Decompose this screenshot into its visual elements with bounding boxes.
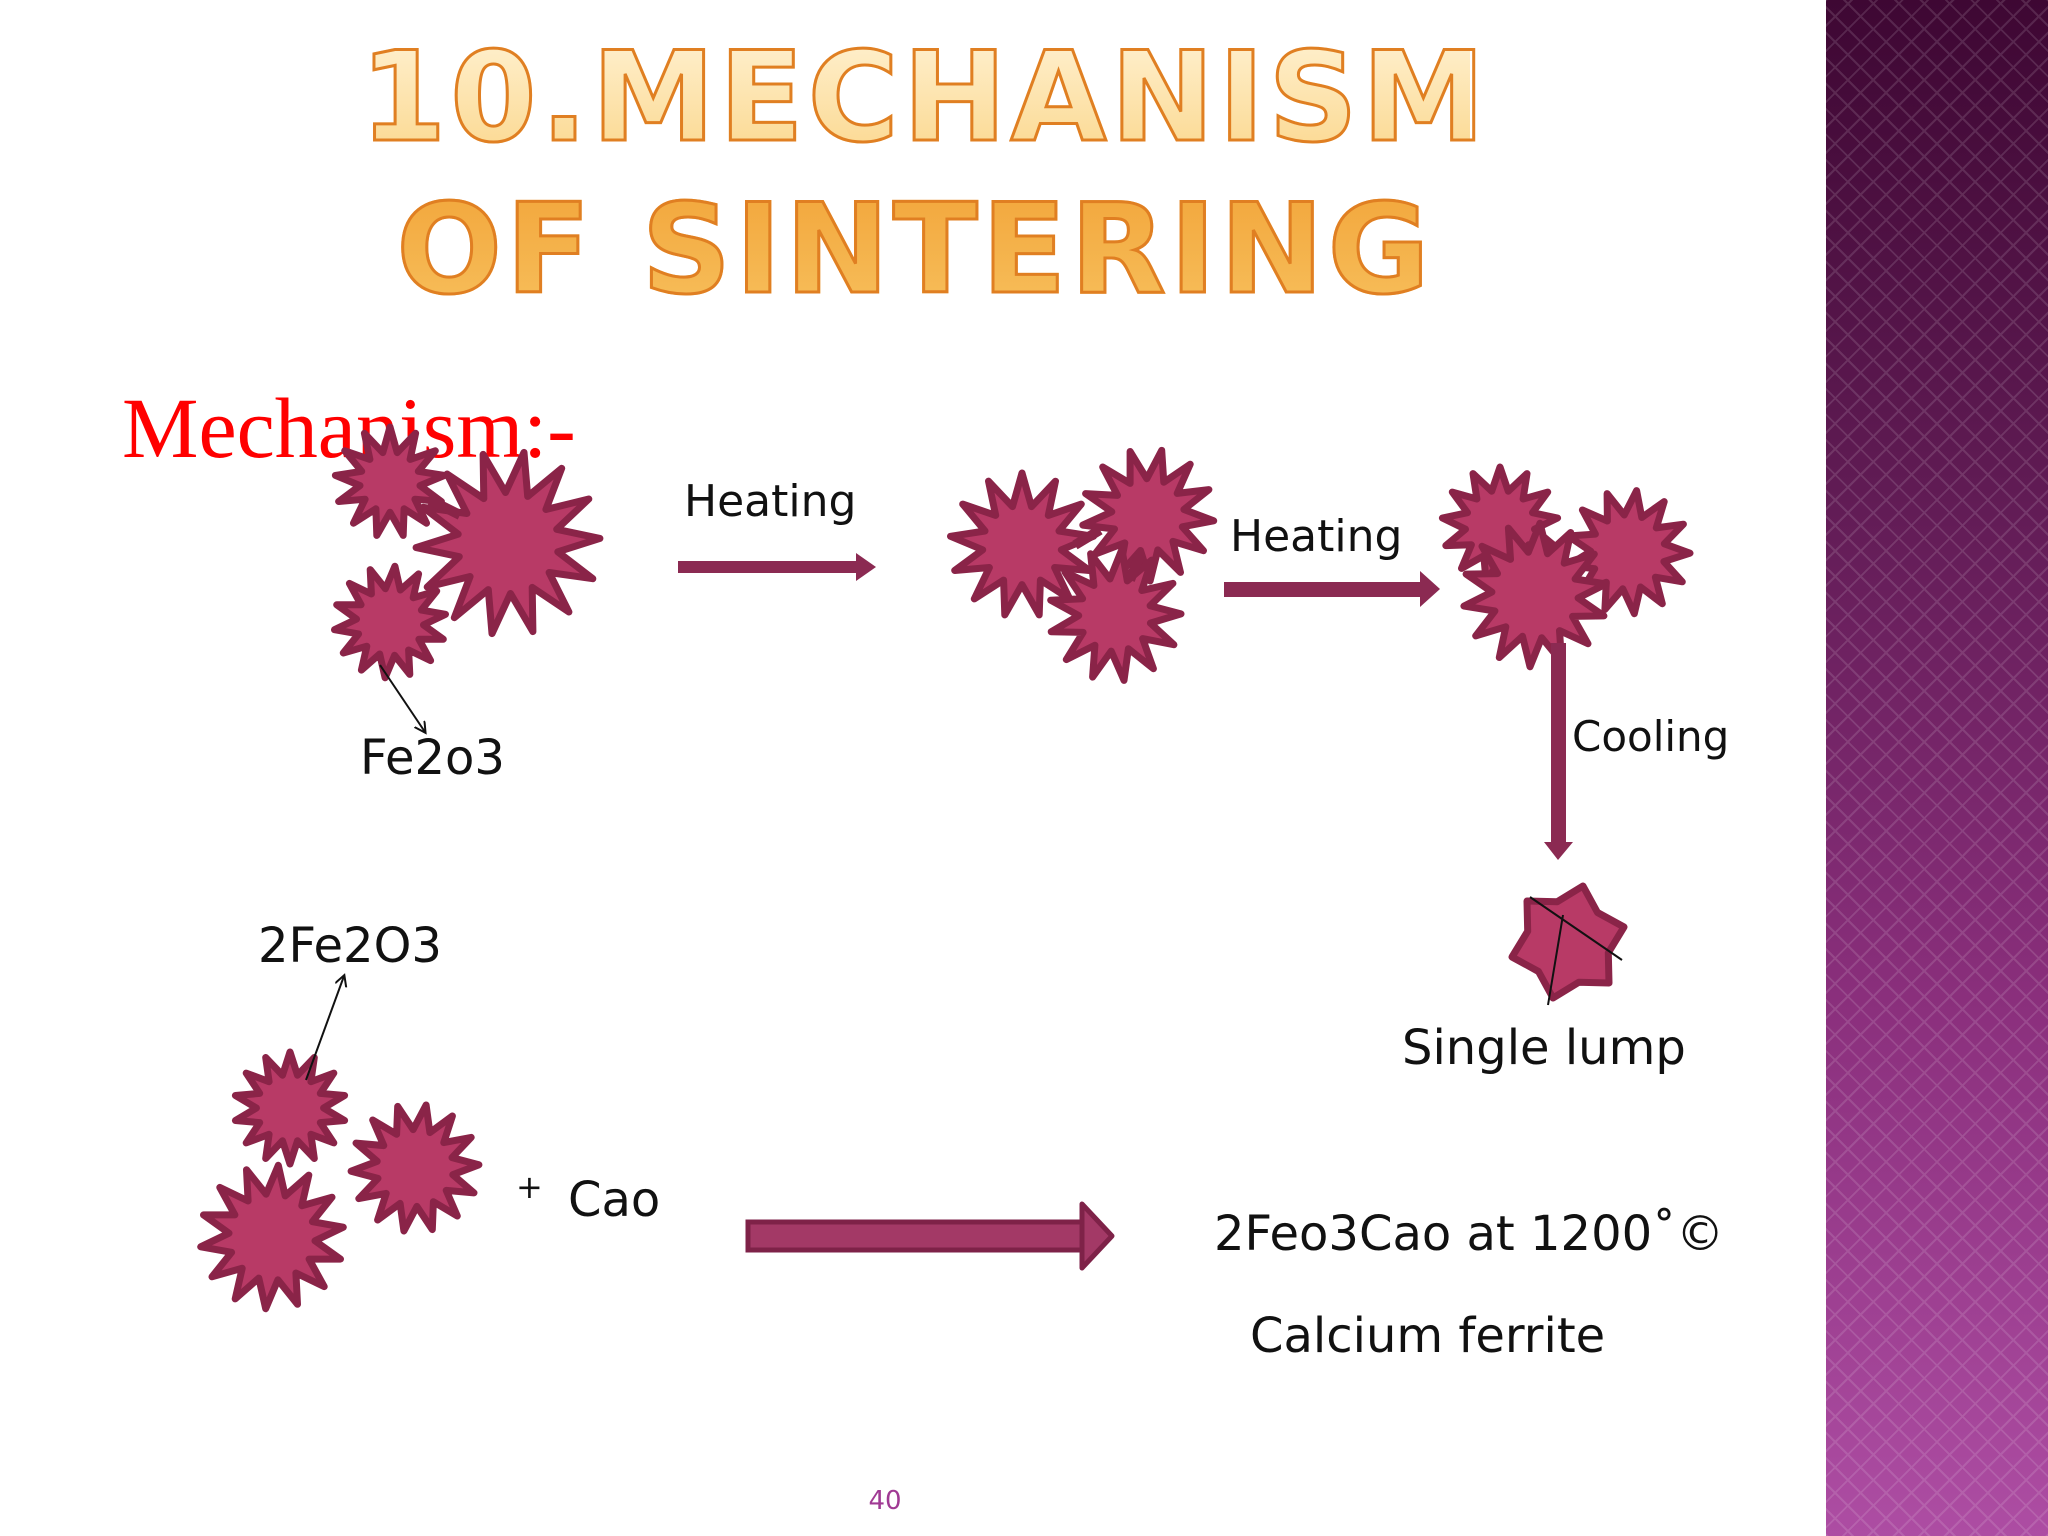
reaction-arrow bbox=[745, 1201, 1115, 1271]
particle-group-fused bbox=[1438, 463, 1694, 671]
label-heating-1: Heating bbox=[684, 476, 857, 527]
starburst-particle bbox=[1079, 446, 1218, 585]
label-2fe2o3: 2Fe2O3 bbox=[258, 918, 442, 974]
particle-bond bbox=[1125, 553, 1145, 582]
label-cooling: Cooling bbox=[1572, 712, 1730, 761]
label-plus: + bbox=[516, 1168, 543, 1206]
fe2o3-pointer-arrow-2 bbox=[305, 976, 344, 1081]
particle-bond bbox=[427, 495, 463, 520]
starburst-particle bbox=[1460, 519, 1610, 671]
starburst-particle bbox=[347, 1101, 483, 1235]
starburst-particle bbox=[947, 469, 1097, 619]
particle-bond bbox=[1072, 525, 1103, 550]
label-calcium-ferrite: Calcium ferrite bbox=[1250, 1308, 1606, 1364]
fe2o3-pointer-arrow bbox=[379, 664, 425, 732]
slide-title: 10.MECHANISM OF SINTERING bbox=[359, 22, 1487, 326]
label-product: 2Feo3Cao at 1200˚© bbox=[1214, 1206, 1725, 1262]
single-lump bbox=[1508, 882, 1628, 1006]
starburst-particle bbox=[331, 423, 449, 539]
decorative-sidebar bbox=[1826, 0, 2048, 1536]
label-single-lump: Single lump bbox=[1402, 1020, 1686, 1076]
particle-group-initial bbox=[331, 423, 604, 732]
starburst-particle bbox=[1047, 545, 1185, 684]
page-number: 40 bbox=[868, 1486, 902, 1516]
particle-group-heated bbox=[947, 446, 1218, 684]
lump-crack bbox=[1547, 914, 1564, 1006]
label-cao: Cao bbox=[568, 1172, 661, 1228]
starburst-particle bbox=[231, 1048, 349, 1168]
lump-shape bbox=[1508, 882, 1628, 1002]
particle-group-reactants bbox=[197, 976, 483, 1313]
sidebar-pattern bbox=[1826, 0, 2048, 1536]
label-heating-2: Heating bbox=[1230, 511, 1403, 562]
starburst-particle bbox=[197, 1161, 347, 1313]
heating-arrow-1 bbox=[678, 553, 876, 581]
label-fe2o3: Fe2o3 bbox=[360, 730, 505, 786]
starburst-particle bbox=[412, 448, 604, 638]
starburst-particle bbox=[331, 562, 449, 682]
cooling-arrow bbox=[1544, 643, 1573, 860]
lump-crack bbox=[1529, 896, 1623, 961]
heating-arrow-2 bbox=[1224, 571, 1440, 607]
